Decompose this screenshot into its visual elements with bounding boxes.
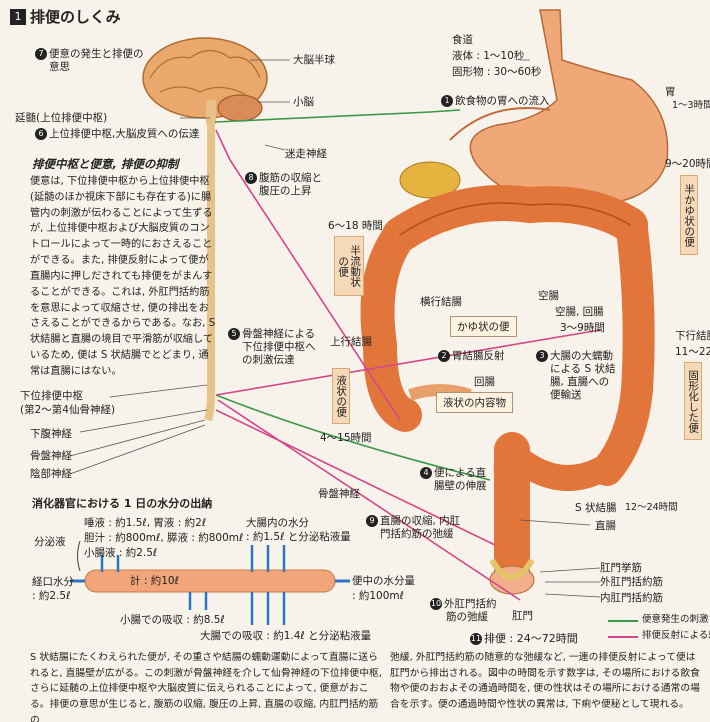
secretion-1: 唾液 : 約1.5ℓ, 胃液 : 約2ℓ: [84, 517, 207, 529]
legend-green-line: [608, 620, 638, 622]
transverse-label: 横行結腸: [420, 296, 462, 308]
stomach-time: 1～3時間: [672, 100, 710, 111]
empty-ileum-label: 空腸, 回腸: [555, 306, 604, 318]
secretion-2: 胆汁 : 約800mℓ, 膵液 : 約800mℓ: [84, 532, 244, 544]
lower-center-sub: (第2～第4仙骨神経): [20, 404, 116, 416]
upper-center-label: 延髄(上位排便中枢): [15, 112, 108, 124]
esophagus-label: 食道: [452, 34, 473, 46]
colon: [360, 185, 655, 588]
colon-water-label: 大腸内の水分: [246, 517, 309, 529]
water-heading: 消化器官における 1 日の水分の出納: [32, 497, 213, 510]
semi-liquid-box: 半流動状の便: [334, 236, 365, 296]
gruel-box: かゆ状の便: [450, 316, 517, 337]
semi-liquid-time: 6～18 時間: [328, 220, 383, 232]
internal-sphincter-label: 内肛門括約筋: [600, 592, 663, 604]
reflex-pathway: [215, 129, 601, 601]
vagus-label: 迷走神経: [285, 148, 327, 160]
liquid-contents-box: 液状の内容物: [436, 392, 513, 413]
brain: [142, 37, 268, 124]
colon-water-amount: : 約1.5ℓ と分泌粘液量: [246, 531, 351, 543]
empty-time: 3～9時間: [560, 322, 605, 334]
descending-label: 下行結腸: [675, 330, 710, 342]
empty-label: 空腸: [538, 290, 559, 302]
legend-pink-label: 排便反射による刺激: [642, 630, 710, 641]
footer-right: 弛緩, 外肛門括約筋の随意的な弛緩など, 一連の排便反射によって便は肛門から排出…: [390, 652, 700, 711]
legend-pink-line: [608, 636, 638, 638]
ascending-label: 上行結腸: [330, 336, 372, 348]
external-sphincter-label: 外肛門括約筋: [600, 576, 663, 588]
pelvic-label: 骨盤神経: [30, 450, 72, 462]
sigmoid-label: S 状結腸: [575, 502, 617, 514]
stomach-label: 胃: [665, 86, 676, 98]
spinal-cord: [204, 122, 215, 422]
lower-center-label: 下位排便中枢: [20, 390, 83, 402]
ileum-label: 回腸: [474, 376, 495, 388]
large-absorb: 大腸での吸収 : 約1.4ℓ と分泌粘液量: [200, 630, 372, 642]
stool-water-label: 便中の水分量: [352, 575, 415, 587]
page-title: 1 排便のしくみ: [10, 6, 121, 27]
water-balance-diagram: [70, 540, 350, 625]
stool-water-amount: : 約100mℓ: [352, 590, 404, 602]
oral-intake-amount: : 約2.5ℓ: [32, 590, 71, 602]
cerebellum-label: 小脳: [293, 96, 314, 108]
hypogastric-label: 下腹神経: [30, 428, 72, 440]
secretion-3: 小腸液 : 約2.5ℓ: [84, 547, 158, 559]
anus-label: 肛門: [512, 610, 533, 622]
water-total: 計 : 約10ℓ: [130, 575, 179, 587]
solidified-time: 11～22時間: [675, 346, 710, 358]
pudendal-label: 陰部神経: [30, 468, 72, 480]
levator-label: 肛門挙筋: [600, 562, 642, 574]
footer-left: S 状結腸にたくわえられた便が, その重さや結腸の蠕動運動によって直腸に送られる…: [30, 652, 382, 722]
liquid-transit: 液体 : 1～10秒: [452, 50, 525, 62]
secretion-label: 分泌液: [34, 536, 66, 548]
sensation-pathway: [214, 109, 491, 481]
title-number: 1: [10, 8, 26, 25]
oral-intake-label: 経口水分: [32, 576, 74, 588]
section-body: 便意は, 下位排便中枢から上位排便中枢(延髄のほか視床下部にも存在する)に腸管内…: [30, 176, 216, 377]
semi-gruel-time: 9～20時間: [665, 158, 710, 170]
liquid-box: 液状の便: [332, 368, 351, 424]
section-heading: 排便中枢と便意, 排便の抑制: [32, 157, 179, 171]
small-absorb: 小腸での吸収 : 約8.5ℓ: [120, 614, 225, 626]
title-text: 排便のしくみ: [30, 8, 121, 26]
solidified-box: 固形化した便: [684, 362, 703, 440]
sigmoid-time: 12～24時間: [625, 502, 678, 513]
rectum-label: 直腸: [595, 520, 616, 532]
pelvic-label-2: 骨盤神経: [318, 488, 360, 500]
legend-green-label: 便意発生の刺激: [642, 614, 709, 625]
solid-transit: 固形物 : 30～60秒: [452, 66, 542, 78]
liquid-time: 4～15時間: [320, 432, 372, 444]
cerebrum-label: 大脳半球: [293, 54, 335, 66]
semi-gruel-box: 半かゆ状の便: [680, 175, 699, 255]
